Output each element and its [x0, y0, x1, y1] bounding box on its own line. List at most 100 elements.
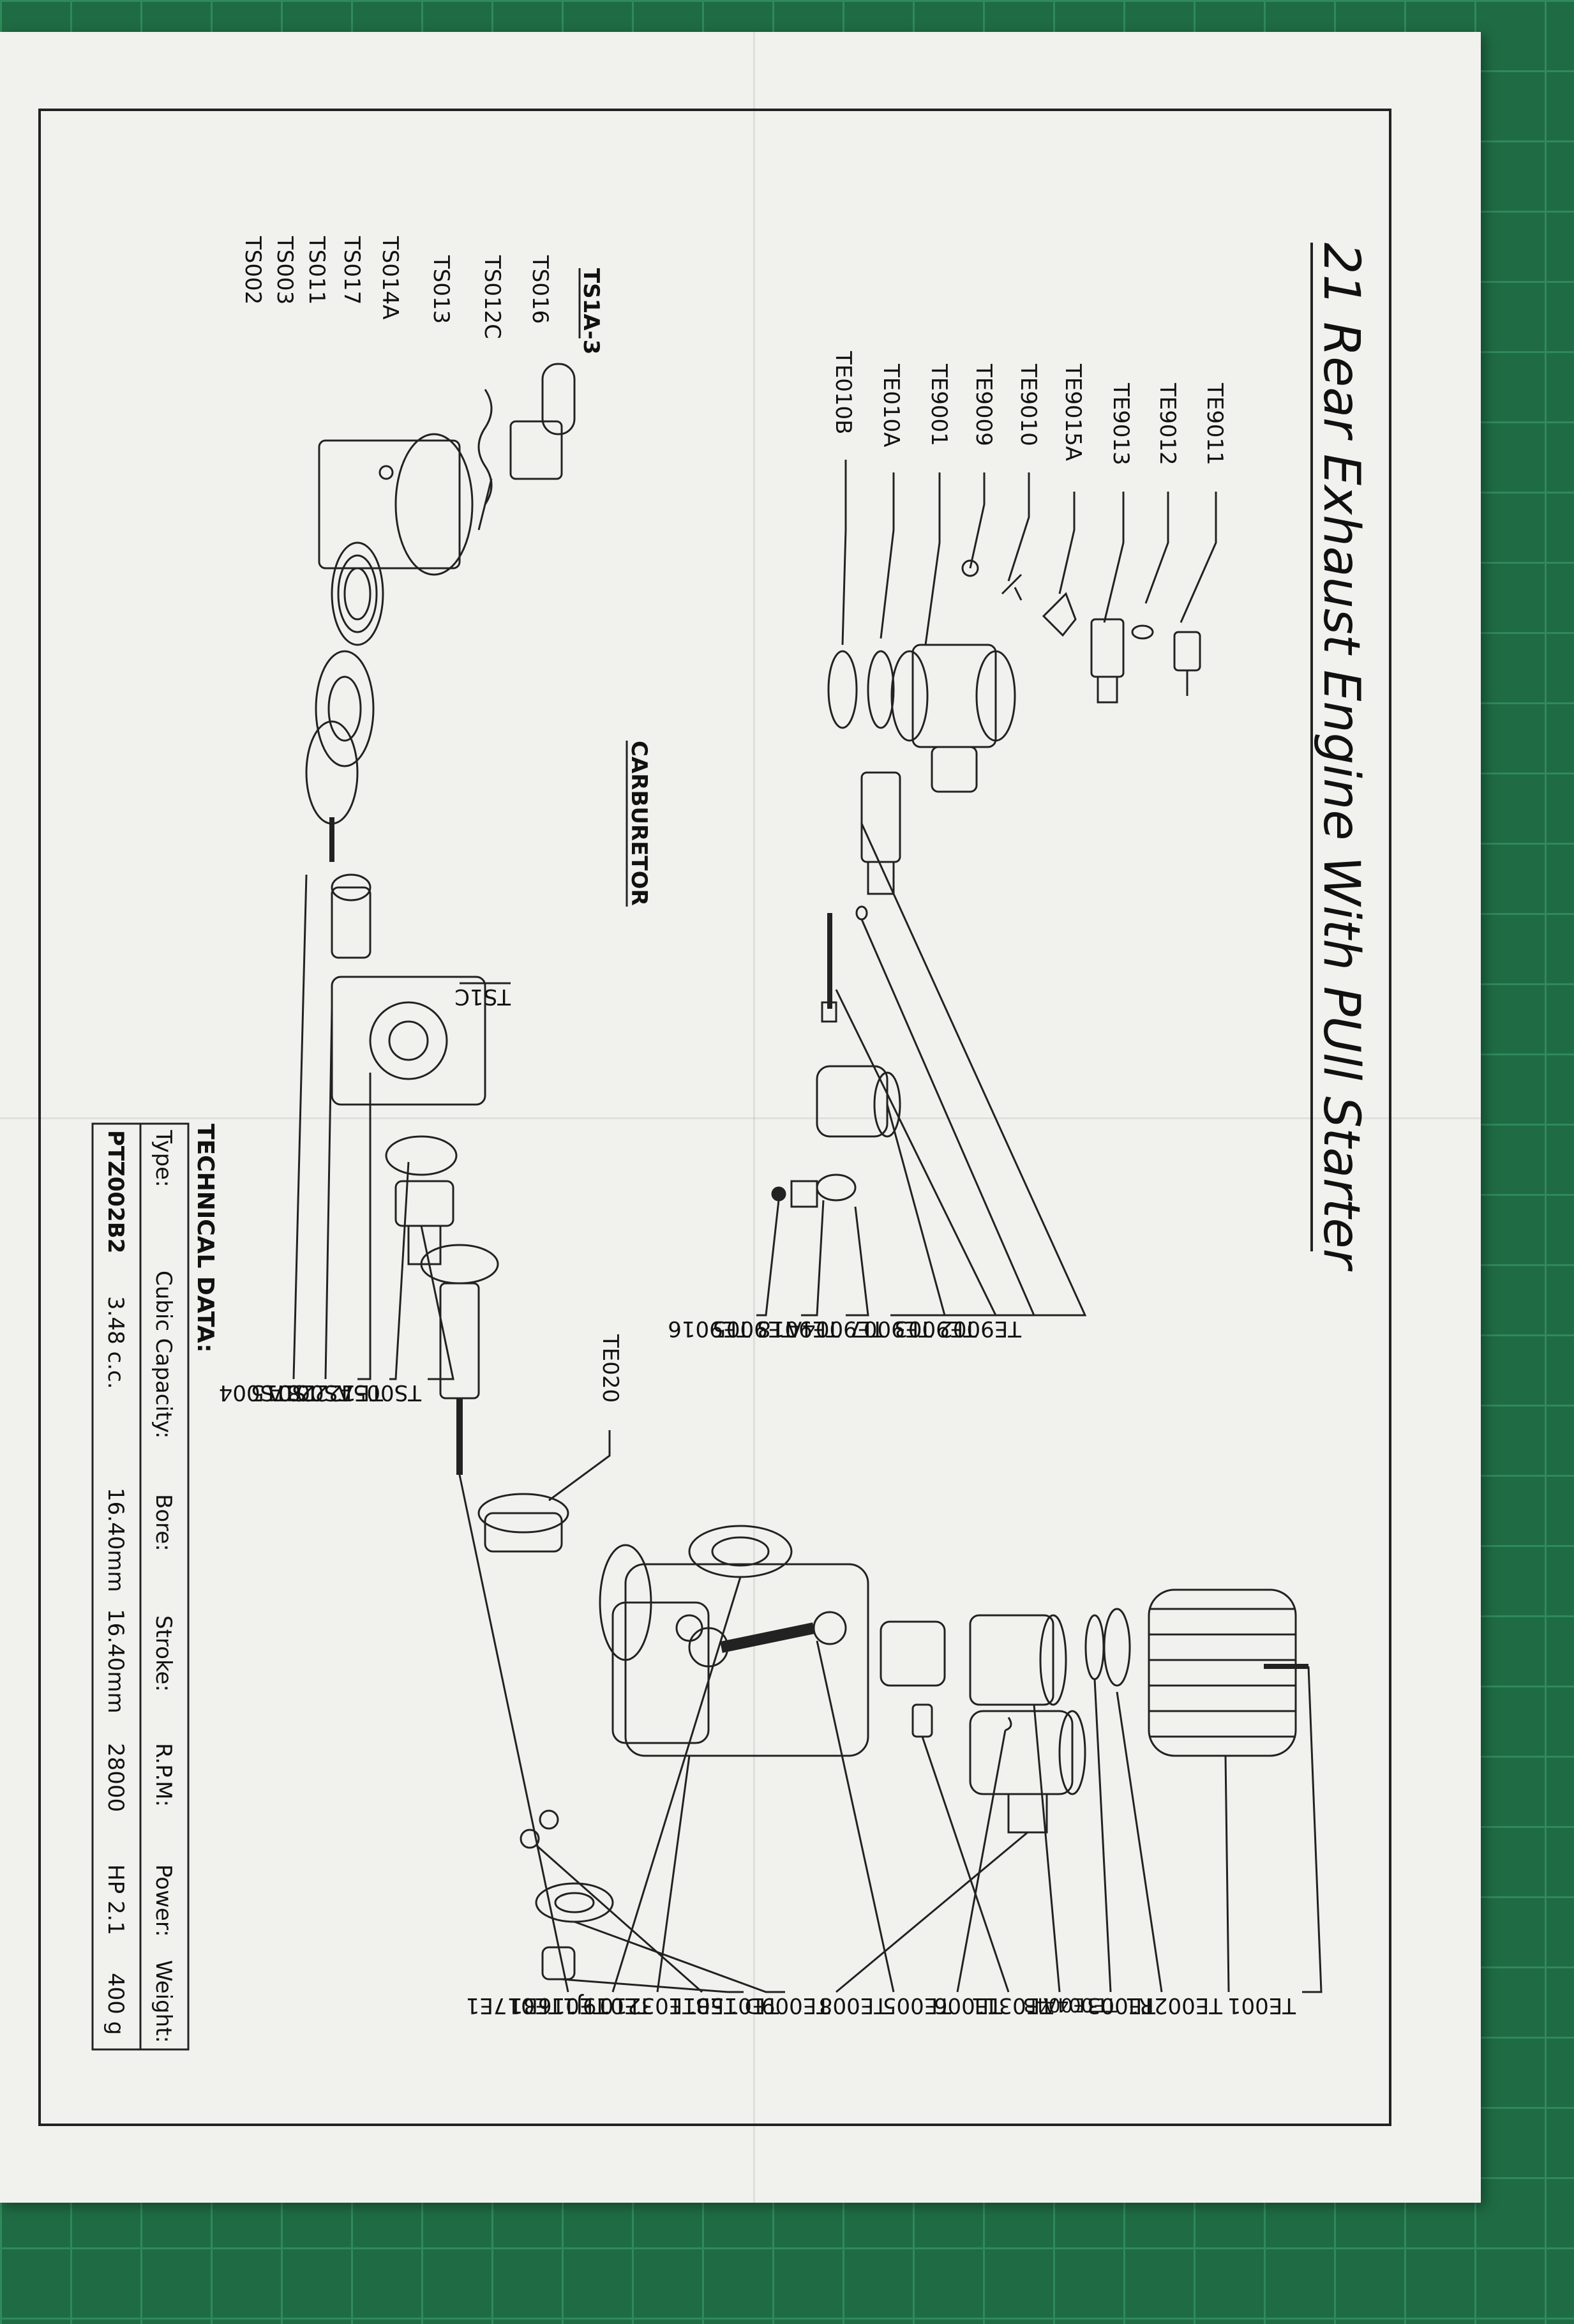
tech-data-values: PTZ002B2 3.48 c.c. 16.40mm 16.40mm 28000…	[103, 1130, 128, 2035]
leader-TE9007	[835, 989, 998, 1317]
leader-TE004	[1093, 1679, 1112, 1993]
engine-label-TE017E1: TE017E1	[466, 1993, 562, 2018]
engine-label-TE0311: TE0311	[971, 1993, 1054, 2018]
piston-part	[880, 1620, 946, 1687]
leader-TS015	[324, 1008, 333, 1380]
leader-TE001	[1302, 1666, 1323, 1993]
leader-TE017E1	[458, 1474, 569, 1993]
starter-label-TS012C: TS012C	[479, 255, 505, 339]
tech-data-heading: TECHNICAL DATA:	[192, 1124, 218, 1353]
throttle-barrel-part	[860, 771, 901, 895]
leader-TE008	[816, 1640, 895, 1993]
carburetor-section-label: CARBURETOR	[626, 741, 652, 906]
carburetor-body	[890, 644, 1016, 793]
tech-value-bore: 16.40mm	[103, 1488, 128, 1592]
o-ring-TE010B	[827, 650, 858, 729]
engine-label-TE008: TE008	[819, 1993, 888, 2018]
leader-TE9016	[756, 1200, 780, 1317]
tech-header-weight: Weight:	[151, 1960, 176, 2043]
leader-TS001A	[357, 1073, 371, 1380]
fold-line-horizontal	[0, 1117, 1481, 1119]
leader-TE9011	[1180, 492, 1217, 623]
connecting-rod-part	[688, 1611, 847, 1668]
shaft-coupler-part	[394, 1180, 454, 1265]
carb-label-TE9003: TE9003	[894, 1316, 977, 1341]
spiral-spring-part	[331, 541, 384, 646]
pin-clip-part	[1005, 1717, 1012, 1732]
rear-cover-part	[541, 1946, 576, 1981]
o-ring-TE010A	[867, 650, 895, 729]
tech-header-stroke: Stroke:	[151, 1615, 176, 1692]
tech-header-rpm: R.P.M:	[151, 1743, 176, 1807]
starter-housing	[318, 433, 474, 576]
backplate-gasket	[385, 1135, 458, 1176]
engine-label-TE004B: TE004B	[1023, 1993, 1097, 2016]
carb-label-TE010A: TE010A	[878, 363, 904, 447]
starter-label-TS005A: TS005A	[338, 1380, 422, 1405]
leader-TE12228	[389, 1161, 410, 1380]
leader-TE9010	[1007, 472, 1030, 582]
leader-TE03210	[536, 1844, 703, 1993]
ts1c-section-label: TS1C	[454, 984, 511, 1009]
one-way-bearing-part	[331, 873, 371, 959]
leader-TE005	[956, 1730, 1007, 1993]
carb-label-TE9015A: TE9015A	[1060, 363, 1086, 461]
cooling-head-part	[1148, 1588, 1308, 1757]
starter-label-TE12228: TE12228	[287, 1380, 384, 1405]
fuel-nipple-part	[1042, 592, 1077, 637]
carb-label-TE9018: TE9018	[757, 1316, 840, 1341]
carb-label-TE9016: TE9016	[668, 1316, 751, 1341]
starter-spring-cord	[477, 389, 493, 531]
glow-plug-washer	[1103, 1608, 1131, 1687]
tech-header-power: Power:	[151, 1864, 176, 1937]
o-ring-small	[1131, 624, 1154, 640]
starter-label-TS004: TS004	[219, 1380, 288, 1405]
ts1a3-section-label: TS1A-3	[578, 268, 604, 354]
cover-screws-part	[520, 1809, 559, 1849]
starter-label-TS003: TS003	[272, 236, 297, 305]
engine-label-TE016B1: TE016B1	[509, 1993, 607, 2018]
engine-label-TE001: TE001	[1227, 1993, 1296, 2018]
tech-data-headers: Type: Cubic Capacity: Bore: Stroke: R.P.…	[151, 1129, 176, 2043]
sheet-border	[38, 109, 1391, 2126]
starter-label-TS002: TS002	[240, 236, 266, 305]
instruction-sheet	[0, 32, 1481, 2203]
head-gasket	[1084, 1614, 1105, 1680]
needle-holder-part	[1090, 618, 1125, 704]
throttle-arm-part	[771, 1173, 857, 1208]
leader-TE009D	[836, 1831, 1028, 1993]
carb-label-TE9009: TE9009	[971, 363, 996, 446]
leader-TE0311	[1033, 1704, 1061, 1993]
leader-TE003	[1116, 1691, 1163, 1993]
carb-label-TE9004A: TE9004A	[787, 1316, 885, 1341]
starter-label-TS013: TS013	[428, 255, 454, 324]
needle-valve-part	[1173, 631, 1201, 696]
engine-label-TE015B: TE015B	[696, 1993, 779, 2018]
tech-header-capacity: Cubic Capacity:	[151, 1271, 176, 1438]
leader-TS004	[292, 874, 308, 1380]
leader-TE9015A	[1058, 492, 1076, 594]
exploded-diagram: 21 Rear Exhaust Engine With PUll Starter…	[91, 236, 1370, 2051]
tech-value-stroke: 16.40mm	[103, 1609, 128, 1714]
engine-label-TE005: TE005	[883, 1993, 952, 2018]
tech-header-type: Type:	[151, 1129, 176, 1188]
leader-TE015B	[574, 1920, 785, 1993]
page-title: 21 Rear Exhaust Engine With PUll Starter	[1312, 243, 1370, 1272]
starter-label-TS015: TS015	[251, 1380, 320, 1405]
leader-TE9003	[860, 919, 1036, 1317]
backplate-part	[331, 976, 486, 1106]
starter-label-TS016: TS016	[527, 255, 553, 324]
fold-line-vertical	[753, 32, 755, 2203]
engine-label-TE011: TE011	[669, 1993, 738, 2018]
engine-label-TE03210: TE03210	[600, 1993, 696, 2018]
starter-label-TS011: TS011	[304, 236, 329, 305]
crankshaft-part	[420, 1244, 499, 1475]
engine-label-TE009D: TE009D	[745, 1993, 830, 2018]
tech-header-bore: Bore:	[151, 1494, 176, 1551]
tech-value-capacity: 3.48 c.c.	[103, 1296, 128, 1389]
pulley-part	[305, 650, 375, 825]
leader-TE9005	[801, 1200, 825, 1317]
leader-TE020	[548, 1430, 611, 1502]
leader-TE011	[561, 1978, 744, 1993]
tech-value-type: PTZ002B2	[103, 1130, 128, 1253]
